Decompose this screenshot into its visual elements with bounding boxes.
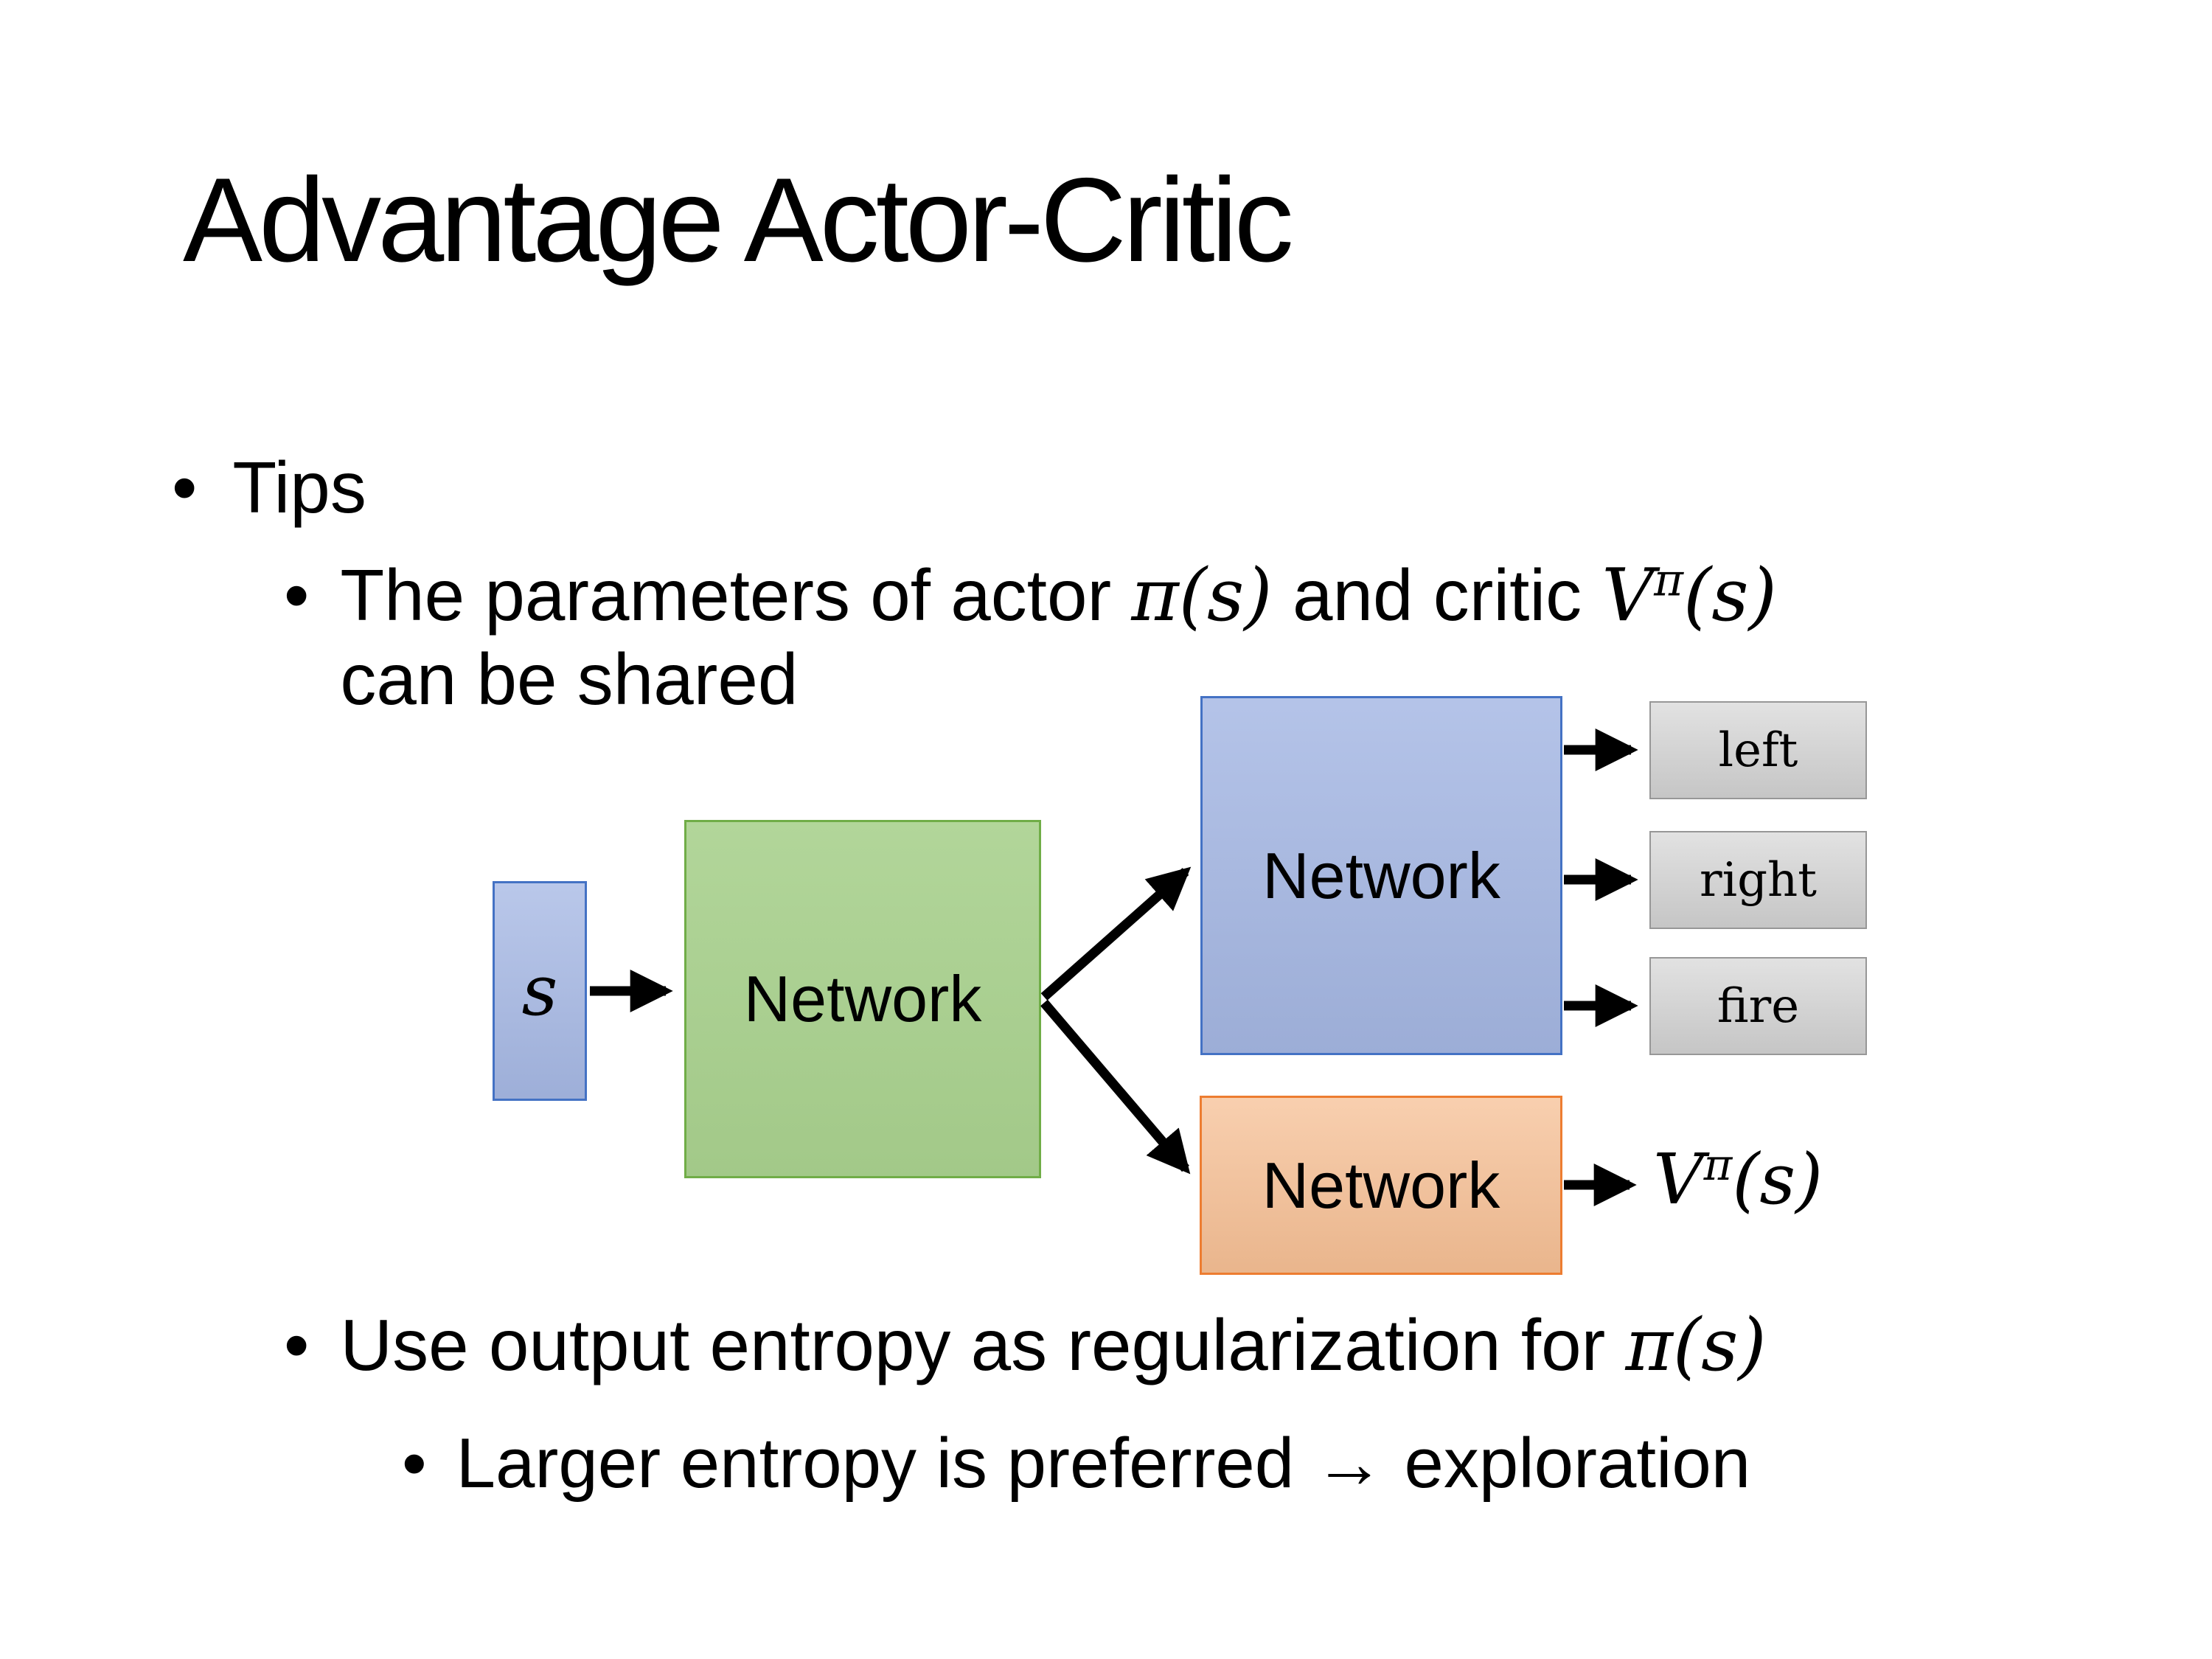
shared-params-text2: and critic [1292,554,1602,636]
pi-s-math: π(s) [1625,1304,1767,1388]
action-label-left: left [1718,723,1798,778]
value-args: (s) [1732,1139,1823,1220]
bullet-shared-params: • The parameters of actor π(s)and critic… [284,554,1777,720]
bullet-dot: • [284,1304,310,1385]
action-label-right: right [1700,852,1817,908]
arrow-shared-to-actor [1040,866,1192,1001]
state-box: s [493,881,587,1101]
v-math-sup: π [1654,554,1684,607]
bullet-tips-label: Tips [232,447,366,528]
bullet-use-entropy: • Use output entropy as regularization f… [284,1304,1767,1388]
bullet-use-entropy-text: Use output entropy as regularization for… [340,1304,1766,1388]
bullet-dot: • [402,1424,427,1503]
bullet-larger-entropy: • Larger entropy is preferred → explorat… [402,1423,1750,1504]
v-math-base: V [1601,554,1655,638]
shared-params-text1: The parameters of actor [340,554,1132,636]
critic-network-box: Network [1200,1096,1562,1275]
action-label-fire: fire [1717,978,1800,1034]
value-base: V [1653,1139,1704,1220]
bullet-larger-entropy-text: Larger entropy is preferred → exploratio… [456,1424,1751,1503]
action-box-left: left [1649,701,1867,799]
bullet-tips: • Tips [172,446,366,529]
state-label: s [521,950,558,1032]
actor-network-box: Network [1200,696,1562,1055]
pi-s-math: π(s) [1131,554,1273,638]
bullet-dot: • [284,554,310,636]
v-math-args: (s) [1683,554,1777,638]
shared-network-label: Network [743,962,982,1035]
shared-params-line2: can be shared [340,638,799,720]
action-box-fire: fire [1649,957,1867,1055]
value-sup: π [1703,1139,1733,1190]
shared-network-box: Network [684,820,1041,1178]
bullet-shared-params-text: The parameters of actor π(s)and critic V… [340,554,1777,720]
use-entropy-text1: Use output entropy as regularization for [340,1304,1626,1385]
critic-network-label: Network [1262,1148,1500,1222]
slide-title: Advantage Actor-Critic [183,153,1294,287]
action-box-right: right [1649,831,1867,929]
actor-network-label: Network [1262,838,1500,912]
bullet-dot: • [172,447,198,528]
arrow-shared-to-critic [1040,999,1191,1175]
